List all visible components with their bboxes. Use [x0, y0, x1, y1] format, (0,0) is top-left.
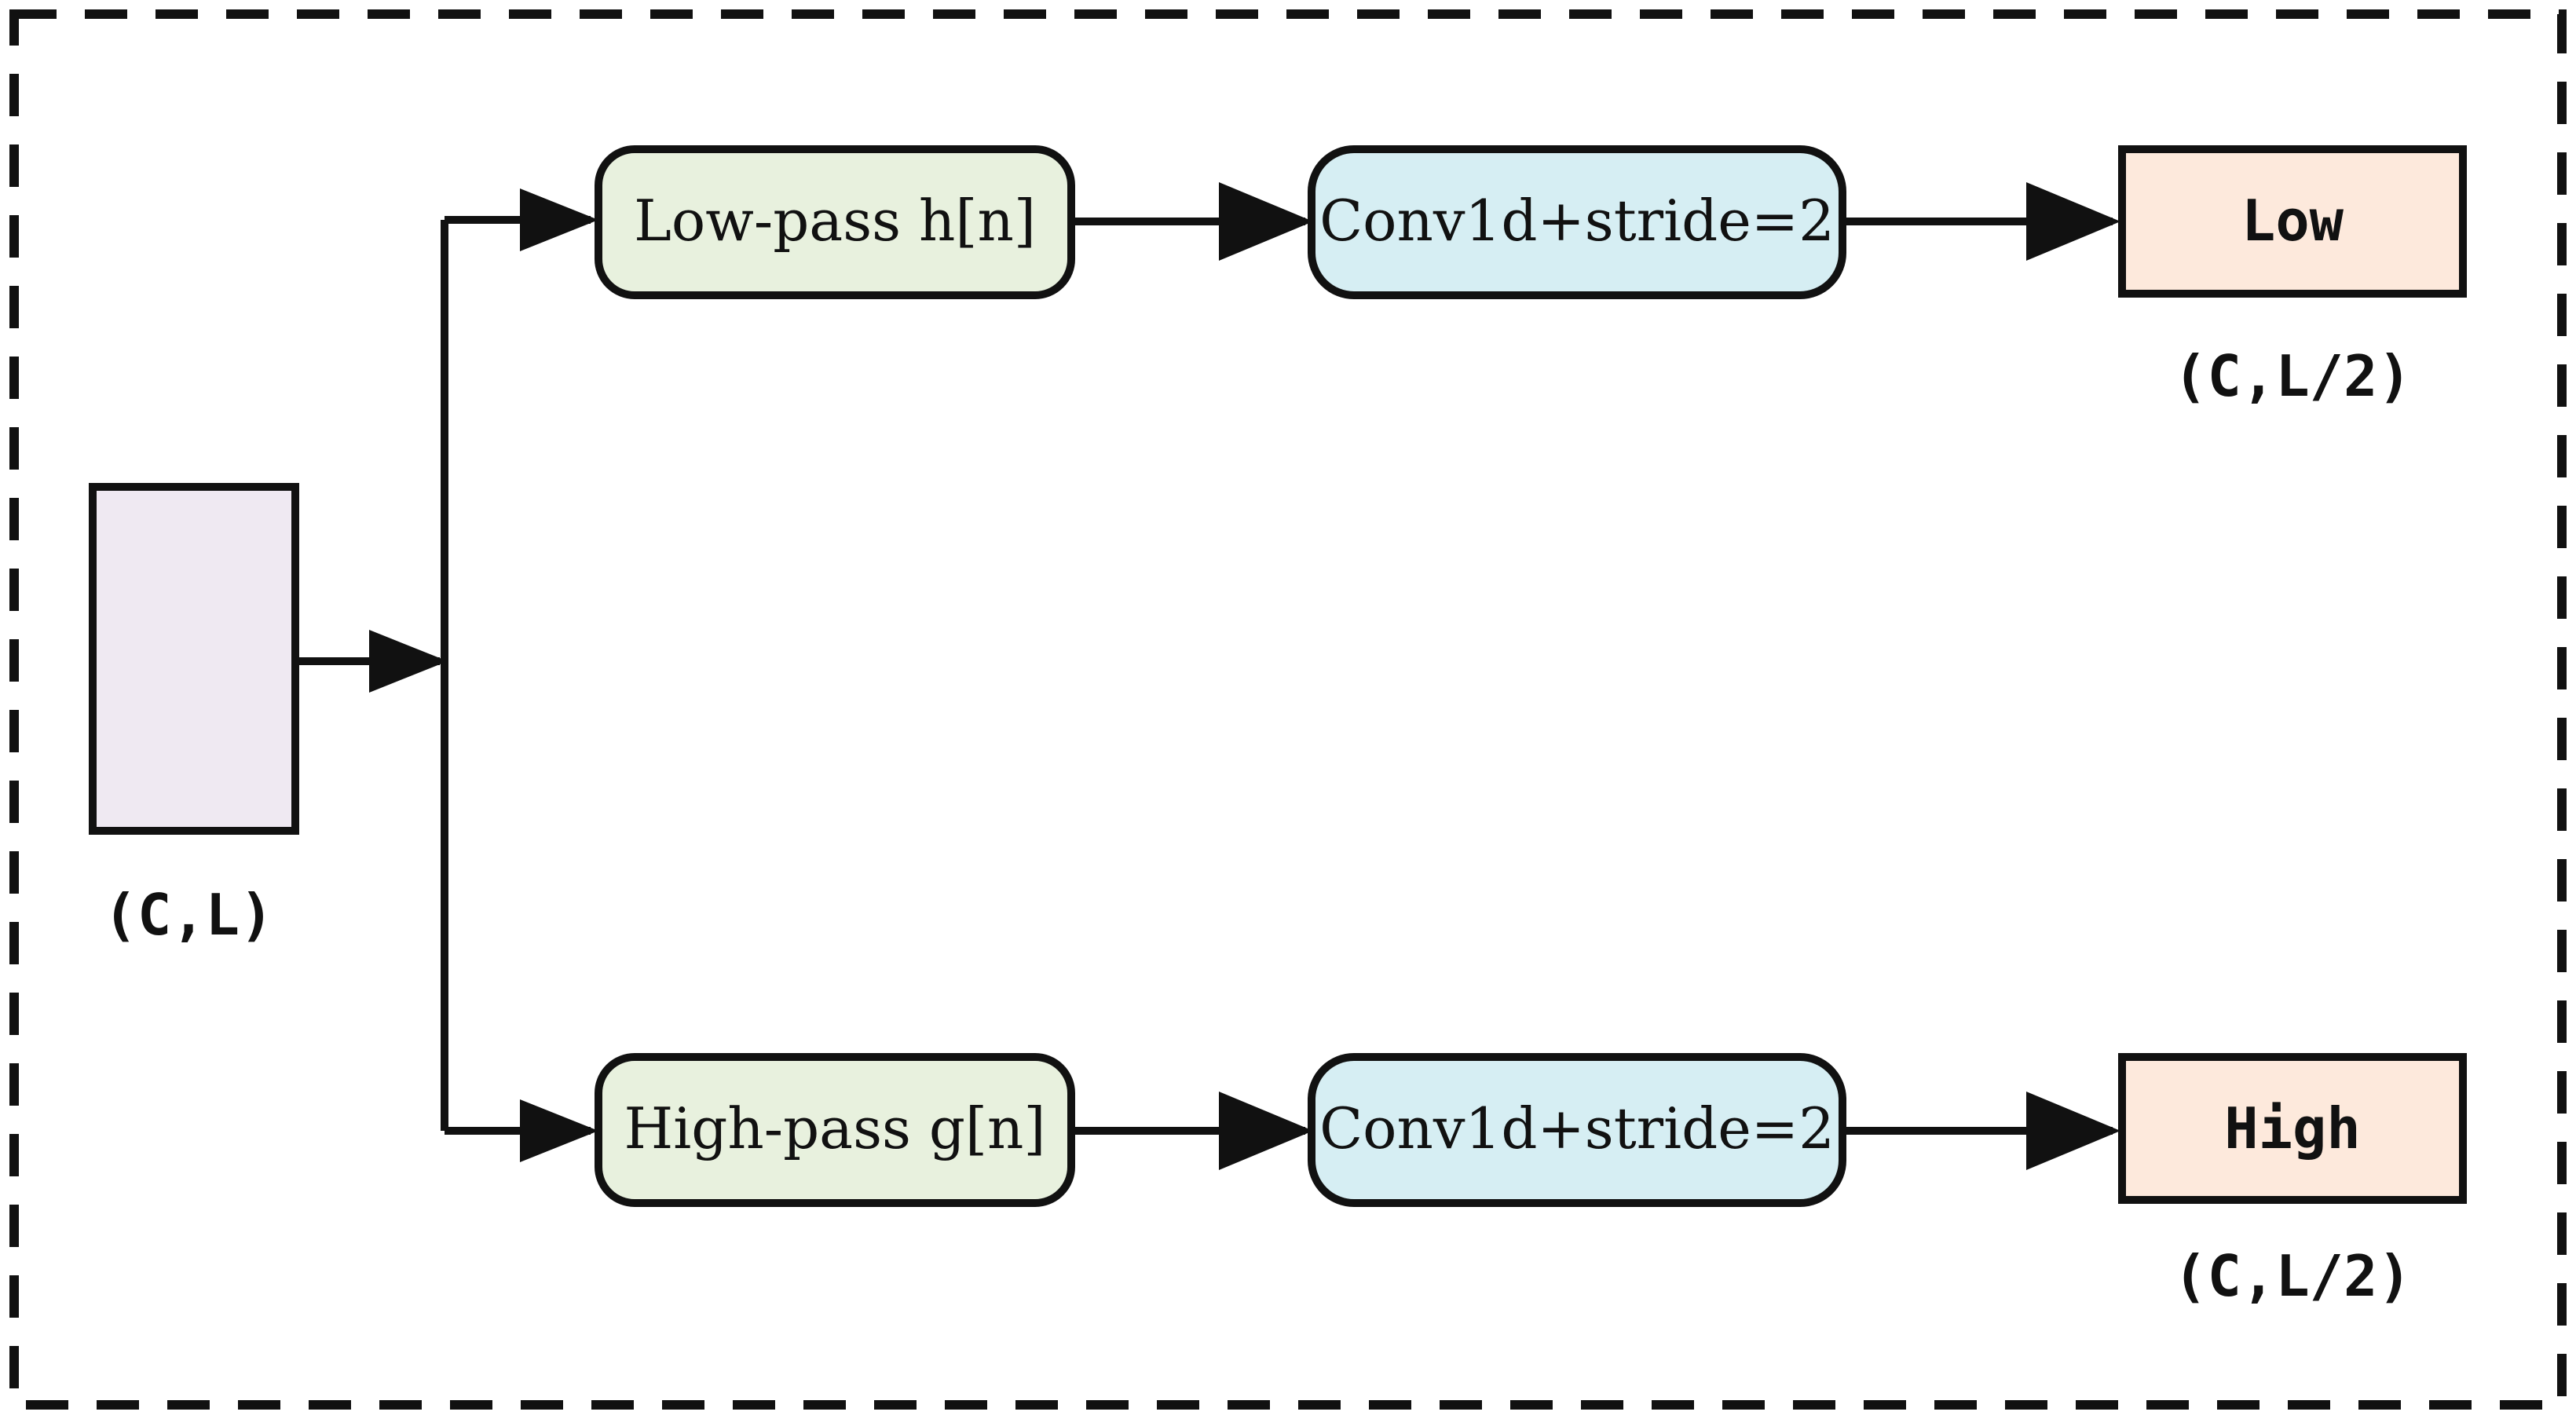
low-pass-filter-label: Low-pass h[n]: [634, 188, 1036, 254]
high-pass-filter-label: High-pass g[n]: [624, 1095, 1045, 1161]
high-conv-label: Conv1d+stride=2: [1319, 1095, 1835, 1161]
low-output-label: Low: [2241, 188, 2344, 254]
high-output-label: High: [2224, 1095, 2360, 1161]
dashed-frame: [9, 9, 2567, 1410]
low-output-block: [2118, 145, 2467, 298]
low-conv-block: [1308, 145, 1846, 299]
low-output-shape-label: (C,L/2): [2173, 343, 2411, 409]
low-pass-filter-block: [595, 145, 1075, 299]
high-output-block: [2118, 1053, 2467, 1204]
high-conv-block: [1308, 1053, 1846, 1207]
input-shape-label: (C,L): [104, 882, 274, 948]
high-pass-filter-block: [595, 1053, 1075, 1207]
low-conv-label: Conv1d+stride=2: [1319, 188, 1835, 254]
input-block: [89, 483, 299, 835]
high-output-shape-label: (C,L/2): [2173, 1243, 2411, 1309]
